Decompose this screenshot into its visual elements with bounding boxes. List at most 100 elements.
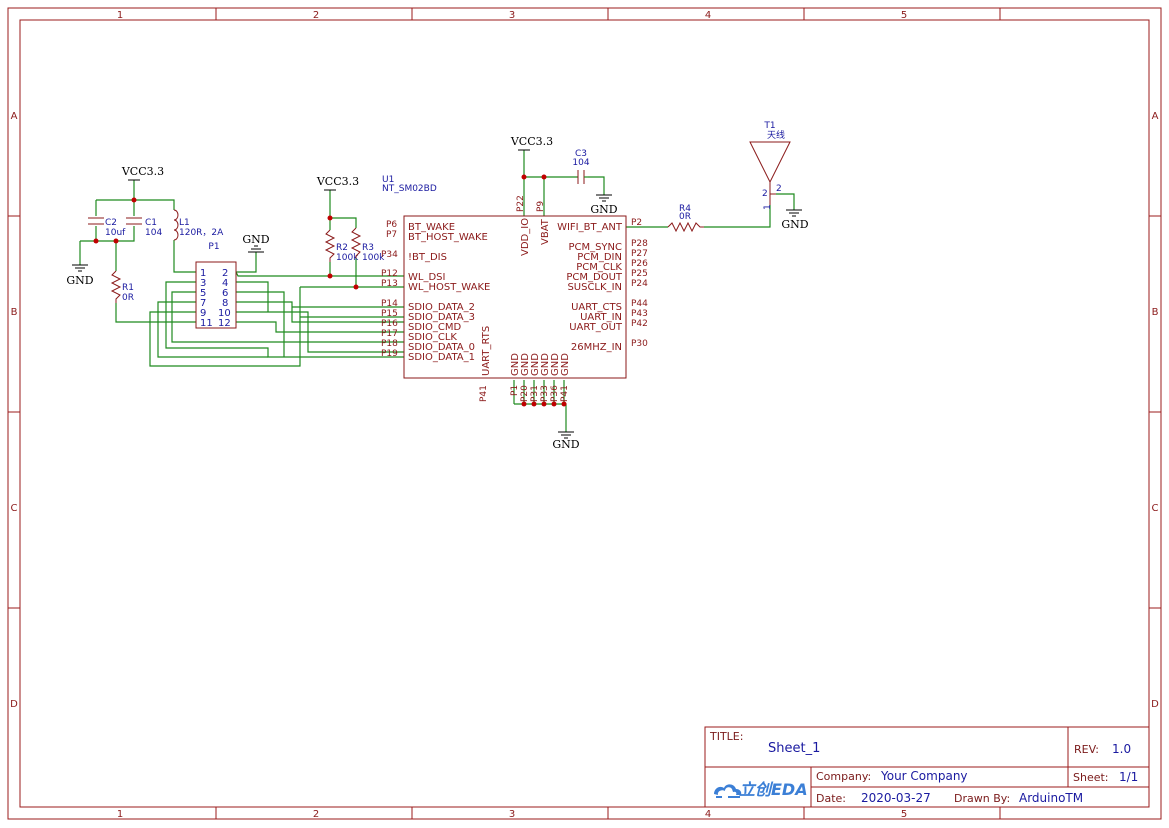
power-gnd-u1: GND <box>552 431 580 451</box>
u1-pin-p30: 26MHZ_IN P30 <box>571 339 648 353</box>
col-label-3-top: 3 <box>509 10 515 21</box>
svg-text:P9: P9 <box>536 201 546 212</box>
p1-pin-3: 3 <box>200 278 206 289</box>
svg-text:P1: P1 <box>510 385 520 396</box>
svg-text:WL_DSI: WL_DSI <box>408 272 445 283</box>
row-label-b-right: B <box>1152 307 1159 318</box>
svg-text:VBAT: VBAT <box>540 218 551 245</box>
company-label: Company: <box>816 770 871 783</box>
svg-text:UART_RTS: UART_RTS <box>481 326 492 376</box>
resistor-r2: R2 100k <box>324 229 359 263</box>
row-label-c-left: C <box>11 503 18 514</box>
p1-pin-12: 12 <box>218 318 231 329</box>
col-label-5-top: 5 <box>901 10 907 21</box>
svg-text:PCM_DOUT: PCM_DOUT <box>566 272 623 283</box>
power-gnd-t1: GND <box>781 209 809 231</box>
u1-pin-p6: P6 BT_WAKE <box>386 220 455 233</box>
junctions <box>93 174 567 407</box>
svg-text:26MHZ_IN: 26MHZ_IN <box>571 342 622 353</box>
svg-text:P12: P12 <box>381 269 398 279</box>
svg-text:P15: P15 <box>381 309 398 319</box>
svg-text:GND: GND <box>560 353 571 376</box>
u1-pin-p24: SUSCLK_IN P24 <box>567 279 648 293</box>
module-u1: U1 NT_SM02BD P6 BT_WAKE P7 BT_HOST_WAKE … <box>381 175 648 402</box>
antenna-t1: T1 天线 2 2 1 <box>749 121 791 210</box>
u1-pin-p41-gnd: P41 GND <box>560 353 571 402</box>
svg-text:GND: GND <box>530 353 541 376</box>
p1-pin-4: 4 <box>222 278 228 289</box>
u1-pin-p22: P22 VDD_IO <box>516 195 531 256</box>
net-label-gnd-u1: GND <box>552 438 579 451</box>
row-label-a-left: A <box>11 111 18 122</box>
wires <box>79 150 795 432</box>
svg-text:PCM_SYNC: PCM_SYNC <box>568 242 622 253</box>
r2-value: 100k <box>336 253 359 263</box>
edaa-logo: 立创EDA <box>714 780 808 799</box>
t1-ref: T1 <box>763 121 775 131</box>
svg-text:P17: P17 <box>381 329 398 339</box>
net-label-vcc-c1c2: VCC3.3 <box>121 165 164 178</box>
row-label-d-left: D <box>10 699 18 710</box>
u1-pin-p31-gnd: P31 GND <box>530 353 541 402</box>
svg-text:P36: P36 <box>550 385 560 402</box>
net-label-vcc-r2r3: VCC3.3 <box>316 175 359 188</box>
p1-pin-2: 2 <box>222 268 228 279</box>
svg-text:P14: P14 <box>381 299 398 309</box>
p1-pin-5: 5 <box>200 288 206 299</box>
c3-ref: C3 <box>575 149 587 159</box>
svg-text:P30: P30 <box>631 339 648 349</box>
u1-pin-p34: P34 !BT_DIS <box>381 250 447 263</box>
title-label: TITLE: <box>709 730 743 743</box>
svg-text:P41: P41 <box>560 385 570 402</box>
svg-text:PCM_CLK: PCM_CLK <box>576 262 622 273</box>
svg-text:BT_WAKE: BT_WAKE <box>408 222 455 233</box>
col-label-2-bottom: 2 <box>313 809 319 820</box>
date-value: 2020-03-27 <box>861 791 931 805</box>
p1-ref: P1 <box>208 242 219 252</box>
net-label-gnd-t1: GND <box>781 218 808 231</box>
r4-value: 0R <box>679 212 691 222</box>
col-label-5-bottom: 5 <box>901 809 907 820</box>
svg-text:GND: GND <box>510 353 521 376</box>
net-label-gnd-c1c2: GND <box>66 274 93 287</box>
svg-text:P24: P24 <box>631 279 648 289</box>
t1-value: 天线 <box>767 129 785 141</box>
svg-text:WIFI_BT_ANT: WIFI_BT_ANT <box>557 222 623 233</box>
svg-text:BT_HOST_WAKE: BT_HOST_WAKE <box>408 232 488 243</box>
u1-left-pins: P6 BT_WAKE P7 BT_HOST_WAKE P34 !BT_DIS P… <box>381 220 490 363</box>
u1-ref: U1 <box>382 175 394 185</box>
u1-pin-p16: P16 SDIO_CMD <box>381 319 461 333</box>
net-label-gnd-p1: GND <box>242 233 269 246</box>
r3-ref: R3 <box>362 243 374 253</box>
sheet-value: 1/1 <box>1119 770 1138 784</box>
power-vcc-c1c2: VCC3.3 <box>121 165 164 181</box>
svg-text:SDIO_DATA_2: SDIO_DATA_2 <box>408 302 475 313</box>
col-label-4-bottom: 4 <box>705 809 711 820</box>
svg-text:P28: P28 <box>631 239 648 249</box>
date-label: Date: <box>816 792 846 805</box>
svg-text:GND: GND <box>520 353 531 376</box>
p1-pin-8: 8 <box>222 298 228 309</box>
svg-text:SDIO_DATA_3: SDIO_DATA_3 <box>408 312 475 323</box>
u1-pin-p2: WIFI_BT_ANT P2 <box>557 218 642 233</box>
r1-ref: R1 <box>122 283 134 293</box>
svg-text:SDIO_CMD: SDIO_CMD <box>408 322 461 333</box>
u1-pin-p43: UART_IN P43 <box>580 309 648 323</box>
t1-pin-a: 2 <box>762 189 768 199</box>
u1-right-pins: WIFI_BT_ANT P2 PCM_SYNC P28 PCM_DIN P27 … <box>557 218 648 353</box>
row-label-d-right: D <box>1151 699 1159 710</box>
c2-value: 10uf <box>105 228 126 238</box>
svg-text:SDIO_CLK: SDIO_CLK <box>408 332 457 343</box>
row-label-a-right: A <box>1152 111 1159 122</box>
u1-pin-p15: P15 SDIO_DATA_3 <box>381 309 475 323</box>
svg-text:!BT_DIS: !BT_DIS <box>408 252 447 263</box>
u1-pin-p12: P12 WL_DSI <box>381 269 445 283</box>
svg-text:WL_HOST_WAKE: WL_HOST_WAKE <box>408 282 490 293</box>
sheet-frame: 1 2 3 4 5 1 2 3 4 5 A B C D A B C D <box>7 7 1162 820</box>
u1-pin-p27: PCM_DIN P27 <box>577 249 648 263</box>
c2-ref: C2 <box>105 218 117 228</box>
r2-ref: R2 <box>336 243 348 253</box>
u1-pin-p14: P14 SDIO_DATA_2 <box>381 299 475 313</box>
svg-text:P25: P25 <box>631 269 648 279</box>
net-label-vcc-u1: VCC3.3 <box>510 135 553 148</box>
